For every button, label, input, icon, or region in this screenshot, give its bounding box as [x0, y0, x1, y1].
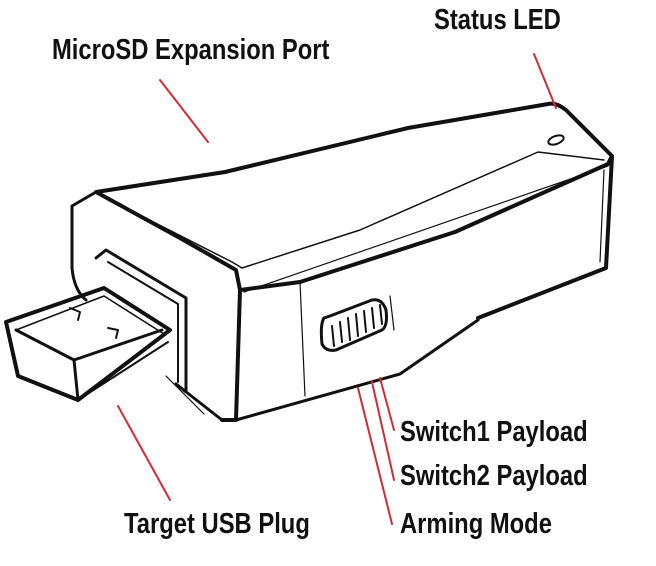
leader-status-led [533, 53, 557, 109]
usb-plug-tip [4, 320, 164, 378]
device-top-face [94, 101, 614, 292]
label-switch2-payload: Switch2 Payload [400, 460, 588, 492]
device-end-face [476, 154, 614, 320]
leader-switch1 [379, 377, 395, 431]
leader-switch2 [371, 381, 395, 481]
device-left-face [70, 190, 98, 302]
leader-arming [357, 387, 393, 525]
label-status-led: Status LED [434, 4, 561, 36]
switch-ridges [331, 304, 383, 347]
label-switch1-payload: Switch1 Payload [400, 416, 588, 448]
leader-usb-plug [117, 405, 171, 501]
switch-housing [319, 298, 388, 352]
label-target-usb-plug: Target USB Plug [124, 508, 310, 540]
label-microsd-expansion-port: MicroSD Expansion Port [52, 34, 330, 66]
usb-plug-hole-2 [107, 327, 119, 339]
usb-plug-body [4, 286, 172, 402]
device-front-face [220, 288, 242, 422]
device-top-inner-edge [109, 151, 605, 269]
plug-socket-frame [94, 248, 188, 394]
label-arming-mode: Arming Mode [400, 508, 552, 540]
usb-plug-hole-1 [69, 307, 81, 321]
status-led-icon [547, 134, 565, 146]
leader-microsd [159, 79, 209, 143]
